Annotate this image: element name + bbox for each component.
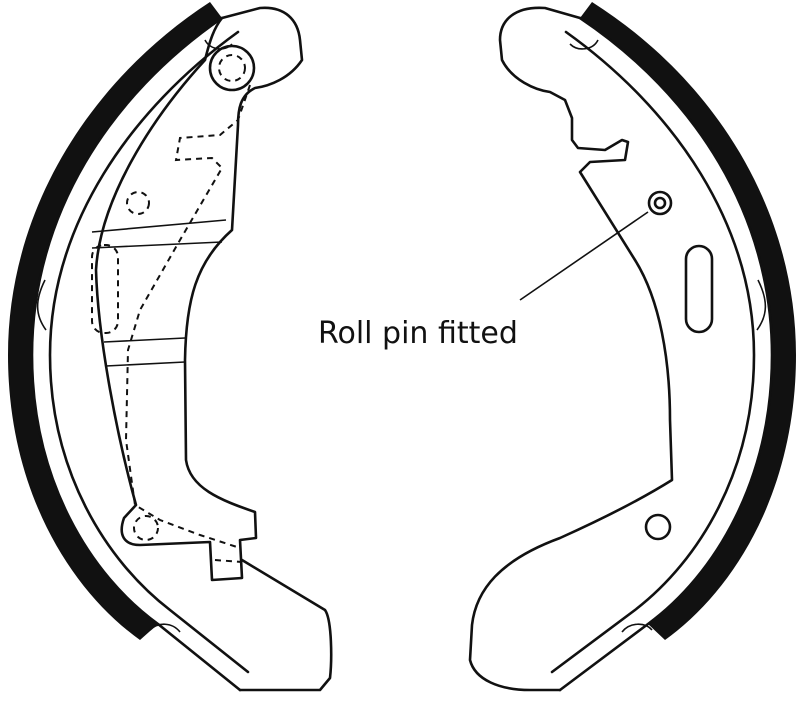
left-rib-1b: [91, 241, 223, 249]
right-rim-notch-top: [569, 39, 599, 50]
left-rim-notch-mid: [36, 279, 47, 331]
left-brake-shoe: [8, 2, 333, 692]
left-rib-2b: [105, 361, 186, 367]
left-pivot-hole: [208, 44, 256, 92]
left-bracket-dash: [214, 559, 243, 563]
left-rib-1a: [91, 219, 227, 233]
left-rib-2a: [103, 337, 186, 343]
left-hole-bottom: [133, 515, 159, 541]
right-shoe-web: [468, 6, 674, 692]
right-rim-notch-bottom: [621, 623, 653, 633]
left-shoe-rim-inner: [48, 30, 250, 674]
right-brake-shoe: [468, 2, 796, 692]
right-friction-lining: [580, 2, 796, 640]
left-friction-lining: [8, 2, 222, 640]
right-shoe-rim-inner: [550, 30, 756, 674]
roll-pin-inner: [653, 196, 667, 210]
left-shoe-rim-outer: [30, 16, 242, 692]
left-hole-upper: [126, 191, 150, 215]
roll-pin-outer: [647, 190, 673, 216]
left-hidden-slot: [91, 244, 119, 334]
roll-pin-label: Roll pin fitted: [318, 316, 518, 351]
left-pivot-pin: [218, 54, 246, 82]
roll-pin-leader-line: [519, 211, 649, 301]
right-rim-notch-mid: [756, 279, 767, 331]
right-hole-bottom: [644, 513, 672, 541]
left-rim-notch-bottom: [149, 623, 181, 633]
right-slot: [684, 244, 714, 334]
left-hidden-lever: [124, 84, 251, 549]
left-bottom-bracket: [238, 558, 333, 692]
right-shoe-rim-outer: [558, 16, 774, 692]
left-shoe-web: [94, 6, 304, 582]
